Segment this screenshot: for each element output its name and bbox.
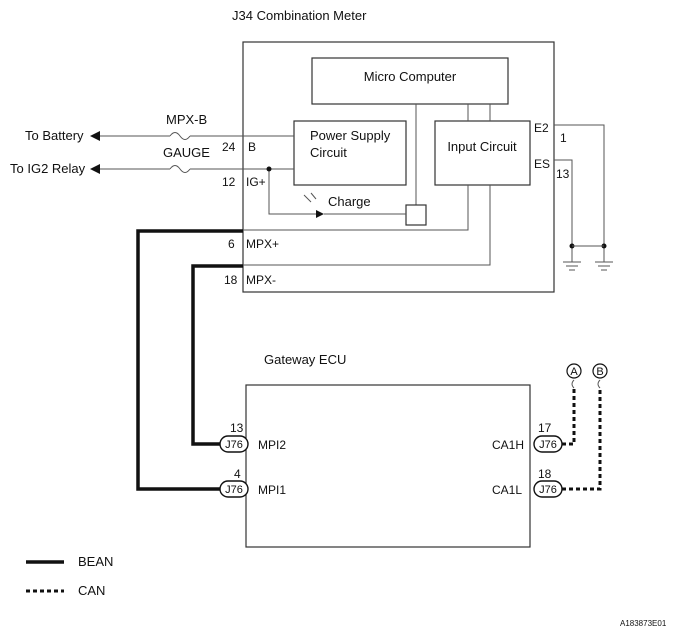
- pin-es-name: ES: [534, 157, 550, 171]
- bean-wire-mpx-plus: [136, 229, 243, 491]
- input-circuit-label: Input Circuit: [447, 139, 517, 154]
- mpx-minus-internal: [243, 185, 491, 266]
- input-circuit-box: [434, 120, 531, 186]
- marker-b-icon: [592, 363, 608, 379]
- pin-ig-name: IG+: [246, 175, 266, 189]
- e2-ground-wire: [554, 124, 605, 262]
- charge-label: Charge: [328, 194, 371, 209]
- power-supply-label-2: Circuit: [310, 145, 347, 160]
- pin-ca1h-number: 17: [538, 421, 552, 435]
- pin-es-number: 13: [556, 167, 570, 181]
- charge-led-icon: [316, 210, 324, 218]
- figure-id: A183873E01: [620, 619, 667, 628]
- can-wire-ca1h: [562, 388, 576, 446]
- battery-arrow-icon: [90, 131, 100, 141]
- power-supply-box: [293, 120, 407, 186]
- bean-wire-mpx-minus: [191, 264, 243, 446]
- pin-b-number: 24: [222, 140, 236, 154]
- pin-mpx-minus-number: 18: [224, 273, 238, 287]
- ground-icon: [595, 261, 613, 271]
- charge-wire-in: [268, 169, 318, 215]
- wire-continuation-icon: [571, 379, 575, 389]
- pin-mpi1-name: MPI1: [258, 483, 286, 497]
- micro-computer-label: Micro Computer: [364, 69, 457, 84]
- marker-a-icon: [566, 363, 582, 379]
- can-wire-ca1l: [562, 388, 602, 491]
- power-supply-label-1: Power Supply: [310, 128, 391, 143]
- pin-e2-number: 1: [560, 131, 567, 145]
- charge-light-ray-2: [310, 192, 317, 200]
- legend-bean-label: BEAN: [78, 554, 113, 569]
- connector-j76-label: J76: [225, 439, 243, 451]
- legend-can-label: CAN: [78, 583, 105, 598]
- gateway-title: Gateway ECU: [264, 352, 346, 367]
- pin-ca1l-number: 18: [538, 467, 552, 481]
- connector-j76-mpi1: [219, 480, 249, 498]
- marker-a-label: A: [570, 366, 578, 378]
- pin-ca1h-name: CA1H: [492, 438, 524, 452]
- ground-icon: [563, 261, 581, 271]
- meter-title: J34 Combination Meter: [232, 8, 367, 23]
- to-battery-label: To Battery: [25, 128, 84, 143]
- connector-j76-label: J76: [225, 484, 243, 496]
- fuse-icon: [169, 165, 191, 173]
- ig2-arrow-icon: [90, 164, 100, 174]
- pin-mpx-plus-number: 6: [228, 237, 235, 251]
- pin-e2-name: E2: [534, 121, 549, 135]
- connector-j76-label: J76: [539, 439, 557, 451]
- to-ig2-relay-label: To IG2 Relay: [10, 161, 86, 176]
- ig-junction-dot: [266, 166, 272, 172]
- pin-b-name: B: [248, 140, 256, 154]
- charge-driver-box: [405, 204, 427, 226]
- gateway-box: [245, 384, 531, 548]
- es-ground-wire: [554, 159, 573, 262]
- fuse-mpx-b-label: MPX-B: [166, 112, 207, 127]
- fuse-gauge-label: GAUGE: [163, 145, 210, 160]
- pin-ig-number: 12: [222, 175, 236, 189]
- marker-b-label: B: [596, 366, 603, 378]
- charge-light-ray-1: [303, 194, 312, 203]
- pin-mpx-minus-name: MPX-: [246, 273, 276, 287]
- meter-box: [242, 41, 555, 293]
- fuse-icon: [169, 132, 191, 140]
- pin-mpi2-number: 13: [230, 421, 244, 435]
- pin-mpi1-number: 4: [234, 467, 241, 481]
- pin-ca1l-name: CA1L: [492, 483, 522, 497]
- connector-j76-label: J76: [539, 484, 557, 496]
- pin-mpx-plus-name: MPX+: [246, 237, 279, 251]
- wire-continuation-icon: [597, 379, 601, 389]
- connector-j76-mpi2: [219, 435, 249, 453]
- pin-mpi2-name: MPI2: [258, 438, 286, 452]
- micro-computer-box: [311, 57, 509, 105]
- mpx-plus-internal: [243, 185, 469, 231]
